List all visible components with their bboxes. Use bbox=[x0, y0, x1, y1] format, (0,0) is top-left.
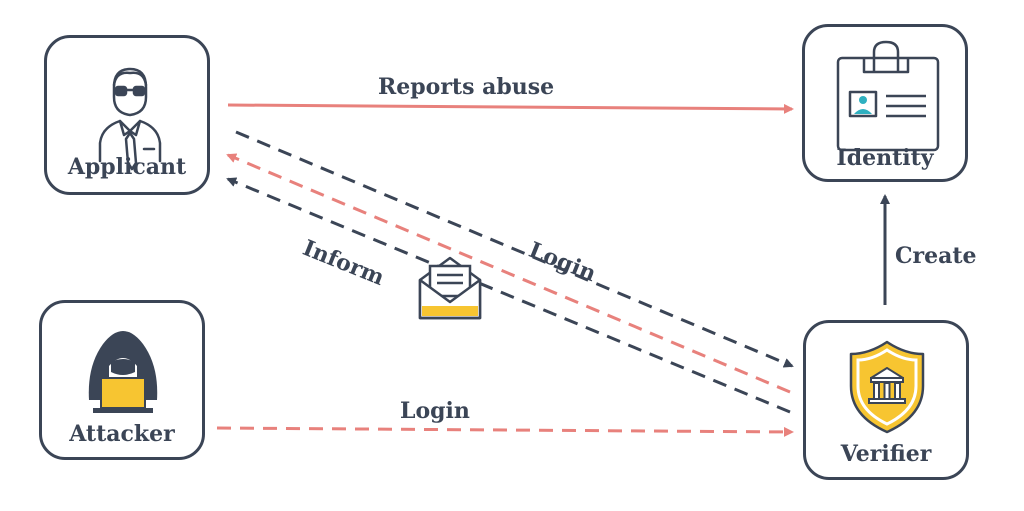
id-card-icon bbox=[836, 40, 940, 152]
login-attacker-label: Login bbox=[400, 398, 470, 424]
verifier-label: Verifier bbox=[840, 441, 932, 467]
reports-abuse-label: Reports abuse bbox=[378, 74, 555, 100]
inform-arrow bbox=[226, 177, 791, 414]
verifier-to-applicant-red-arrow bbox=[226, 153, 791, 394]
applicant-icon bbox=[98, 67, 162, 171]
shield-bank-icon bbox=[849, 340, 925, 434]
hacker-icon bbox=[88, 331, 158, 413]
create-label: Create bbox=[895, 243, 977, 269]
identity-node: Identity bbox=[802, 24, 968, 182]
attacker-label: Attacker bbox=[69, 421, 175, 447]
attacker-node: Attacker bbox=[39, 300, 205, 460]
login-applicant-arrow bbox=[235, 130, 794, 368]
applicant-label: Applicant bbox=[67, 154, 187, 180]
login-attacker-arrow bbox=[216, 426, 794, 437]
envelope-icon bbox=[418, 256, 482, 320]
identity-label: Identity bbox=[836, 145, 934, 171]
reports-abuse-arrow bbox=[227, 103, 794, 114]
verifier-node: Verifier bbox=[803, 320, 969, 480]
applicant-node: Applicant bbox=[44, 35, 210, 195]
